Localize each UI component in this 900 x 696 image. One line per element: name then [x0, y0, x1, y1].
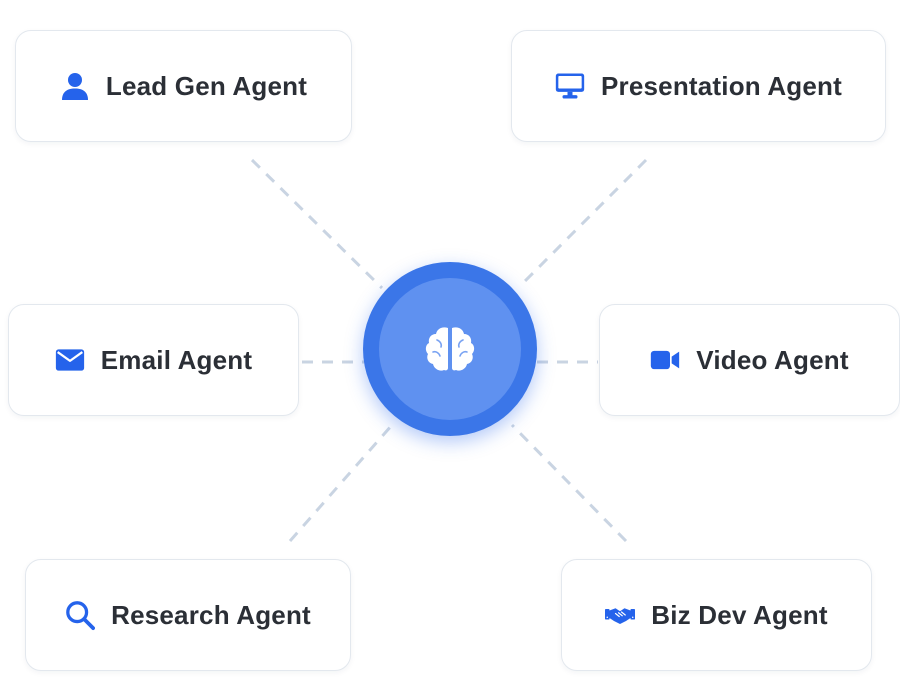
monitor-icon — [555, 71, 585, 101]
connector-bizdev — [510, 423, 628, 543]
connector-leadgen — [250, 158, 384, 290]
lead-gen-agent-label: Lead Gen Agent — [105, 70, 308, 101]
hub-inner-circle — [379, 278, 521, 420]
connector-research — [288, 424, 394, 542]
lead-gen-agent-card[interactable]: Lead Gen Agent — [15, 30, 352, 142]
email-agent-card[interactable]: Email Agent — [8, 304, 299, 416]
video-camera-icon — [650, 345, 680, 375]
user-icon — [60, 71, 90, 101]
presentation-agent-label: Presentation Agent — [600, 70, 842, 101]
video-agent-label: Video Agent — [696, 344, 849, 375]
biz-dev-agent-card[interactable]: Biz Dev Agent — [561, 559, 872, 671]
search-icon — [65, 600, 96, 630]
connector-presentation — [520, 158, 648, 286]
envelope-icon — [55, 345, 85, 375]
presentation-agent-card[interactable]: Presentation Agent — [511, 30, 886, 142]
research-agent-label: Research Agent — [111, 599, 311, 630]
video-agent-card[interactable]: Video Agent — [599, 304, 900, 416]
research-agent-card[interactable]: Research Agent — [25, 559, 351, 671]
email-agent-label: Email Agent — [100, 344, 253, 375]
handshake-icon — [605, 600, 636, 630]
brain-icon — [425, 327, 475, 371]
central-hub[interactable] — [363, 262, 537, 436]
biz-dev-agent-label: Biz Dev Agent — [651, 599, 828, 630]
